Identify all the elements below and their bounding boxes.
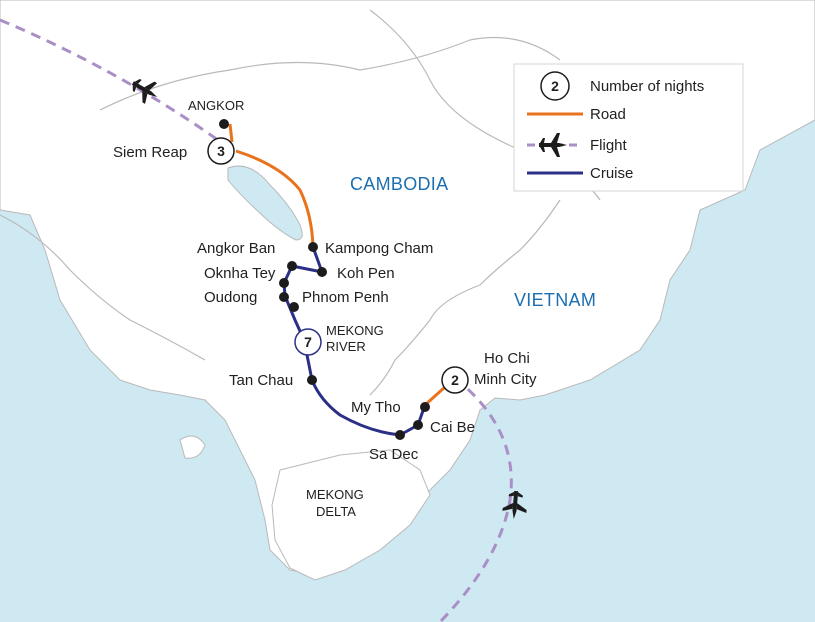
stop-kampong-cham[interactable] — [308, 242, 318, 252]
svg-text:7: 7 — [304, 334, 312, 350]
road-angkor-siem-reap — [228, 123, 234, 143]
nights-badge-mekong: 7 — [294, 328, 322, 356]
region-label-mekong-delta-2: DELTA — [316, 504, 356, 519]
tonle-sap-lake — [227, 165, 303, 241]
svg-text:2: 2 — [451, 372, 459, 388]
stop-cai-be[interactable] — [413, 420, 423, 430]
place-label-koh-pen: Koh Pen — [337, 265, 395, 282]
place-label-phnom-penh: Phnom Penh — [302, 289, 389, 306]
airplane-icon — [502, 490, 527, 519]
airplane-icon — [539, 133, 567, 157]
stop-my-tho[interactable] — [420, 402, 430, 412]
legend-road-label: Road — [590, 106, 626, 123]
legend-road: Road — [527, 106, 626, 123]
region-label-mekong-delta-1: MEKONG — [306, 487, 364, 502]
place-label-oknha-tey: Oknha Tey — [204, 265, 276, 282]
stop-koh-pen[interactable] — [317, 267, 327, 277]
svg-text:3: 3 — [217, 143, 225, 159]
place-label-cai-be: Cai Be — [430, 419, 475, 436]
place-label-oudong: Oudong — [204, 289, 257, 306]
stop-oudong[interactable] — [279, 292, 289, 302]
flight-route-north — [0, 18, 226, 147]
border-thailand-cambodia — [99, 36, 561, 111]
airplane-icon — [131, 78, 158, 104]
legend-flight: Flight — [527, 133, 628, 157]
road-siem-reap-kampong-cham — [235, 149, 315, 248]
stop-phnom-penh[interactable] — [289, 302, 299, 312]
place-label-hcmc-2: Minh City — [474, 371, 537, 388]
svg-text:2: 2 — [551, 78, 559, 94]
legend-cruise: Cruise — [527, 165, 633, 182]
cruise-route — [282, 246, 427, 437]
nights-badge-hcmc: 2 — [441, 366, 469, 394]
place-label-siem-reap: Siem Reap — [113, 144, 187, 161]
legend-flight-label: Flight — [590, 137, 628, 154]
place-label-hcmc-1: Ho Chi — [484, 350, 530, 367]
place-label-tan-chau: Tan Chau — [229, 372, 293, 389]
country-label-vietnam: VIETNAM — [514, 290, 596, 310]
country-label-cambodia: CAMBODIA — [350, 174, 448, 194]
nights-badge-siem-reap: 3 — [207, 137, 235, 165]
legend-nights-label: Number of nights — [590, 78, 704, 95]
delta-peninsula — [271, 449, 431, 581]
border-west — [0, 214, 206, 361]
stop-angkor[interactable] — [219, 119, 229, 129]
place-label-kampong-cham: Kampong Cham — [325, 240, 433, 257]
place-label-angkor-ban: Angkor Ban — [197, 240, 275, 257]
region-label-mekong-river-1: MEKONG — [326, 323, 384, 338]
region-label-angkor: ANGKOR — [188, 98, 244, 113]
place-label-my-tho: My Tho — [351, 399, 401, 416]
stop-oknha-tey[interactable] — [279, 278, 289, 288]
stop-tan-chau[interactable] — [307, 375, 317, 385]
island — [179, 435, 206, 459]
border-cambodia-vietnam — [369, 199, 561, 396]
stops — [219, 119, 430, 440]
region-label-mekong-river-2: RIVER — [326, 339, 366, 354]
legend-cruise-label: Cruise — [590, 165, 633, 182]
stop-sa-dec[interactable] — [395, 430, 405, 440]
legend-nights: 2 Number of nights — [540, 71, 704, 101]
legend: 2 Number of nights Road Flight Cruise — [513, 63, 744, 192]
stop-angkor-ban[interactable] — [287, 261, 297, 271]
flight-route-south — [438, 376, 513, 622]
place-label-sa-dec: Sa Dec — [369, 446, 419, 463]
